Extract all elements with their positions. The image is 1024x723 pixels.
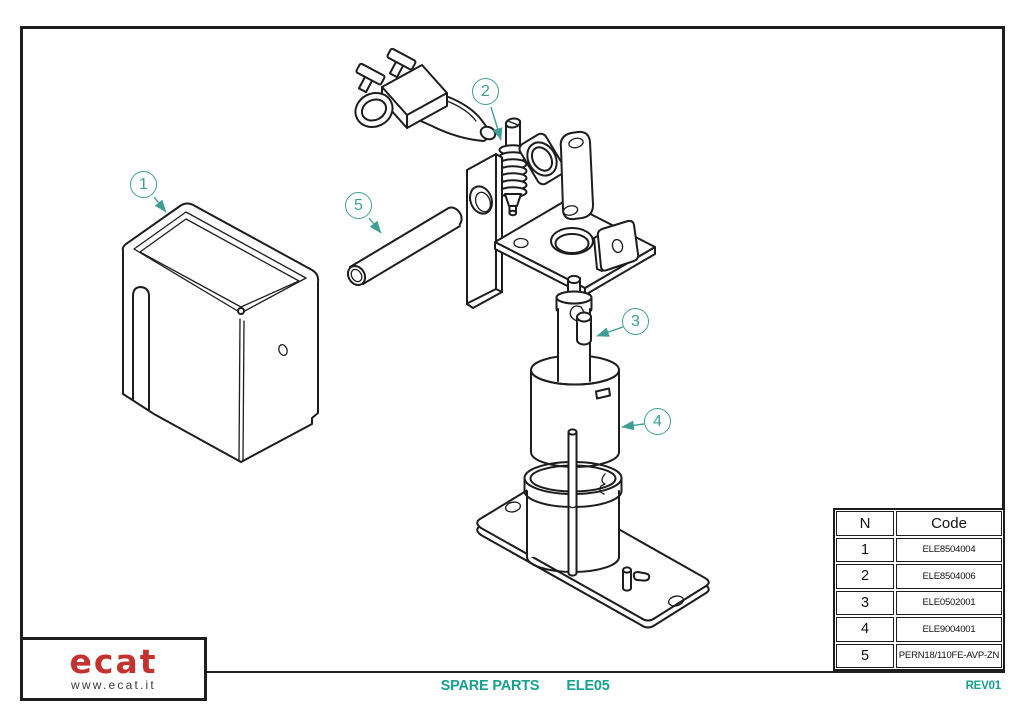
model-code: ELE05 xyxy=(566,678,610,694)
balloon-2: 2 xyxy=(472,78,499,105)
logo-box: ecat www.ecat.it xyxy=(20,637,207,701)
rod-part xyxy=(567,428,578,577)
balloon-4: 4 xyxy=(644,408,671,435)
part-code-cell: PERN18/110FE-AVP-ZN xyxy=(896,643,1002,668)
balloon-1-number: 1 xyxy=(139,175,148,193)
logo: ecat xyxy=(69,641,158,681)
cover-part xyxy=(121,202,320,463)
balloon-5-number: 5 xyxy=(354,196,363,214)
balloon-4-number: 4 xyxy=(653,412,662,430)
balloon-5: 5 xyxy=(345,192,372,219)
part-number-cell: 2 xyxy=(836,564,894,589)
balloon-1: 1 xyxy=(130,171,157,198)
balloon-2-number: 2 xyxy=(481,82,490,100)
part-number-cell: 4 xyxy=(836,617,894,642)
part-code-cell: ELE9004001 xyxy=(896,617,1002,642)
pin-part xyxy=(346,206,463,287)
balloon-3-number: 3 xyxy=(631,312,640,330)
release-lever-part xyxy=(354,47,497,142)
shaft-part xyxy=(530,274,620,386)
doc-title: SPARE PARTS xyxy=(440,678,540,694)
logo-website: www.ecat.it xyxy=(71,677,156,692)
part-number-cell: 1 xyxy=(836,537,894,562)
spring-pin-part xyxy=(498,117,528,217)
part-code-cell: ELE8504006 xyxy=(896,564,1002,589)
part-code-cell: ELE8504004 xyxy=(896,537,1002,562)
bracket-assembly xyxy=(466,130,656,309)
parts-table-header-code: Code xyxy=(896,511,1002,536)
parts-table-header-n: N xyxy=(836,511,894,536)
revision: REV01 xyxy=(965,680,1002,692)
balloon-3: 3 xyxy=(622,308,649,335)
part-code-cell: ELE0502001 xyxy=(896,590,1002,615)
part-number-cell: 3 xyxy=(836,590,894,615)
parts-table: N Code 1 ELE8504004 2 ELE8504006 3 ELE05… xyxy=(833,508,1005,671)
title-band xyxy=(207,671,1005,701)
part-number-cell: 5 xyxy=(836,643,894,668)
leader-lines xyxy=(153,106,645,431)
